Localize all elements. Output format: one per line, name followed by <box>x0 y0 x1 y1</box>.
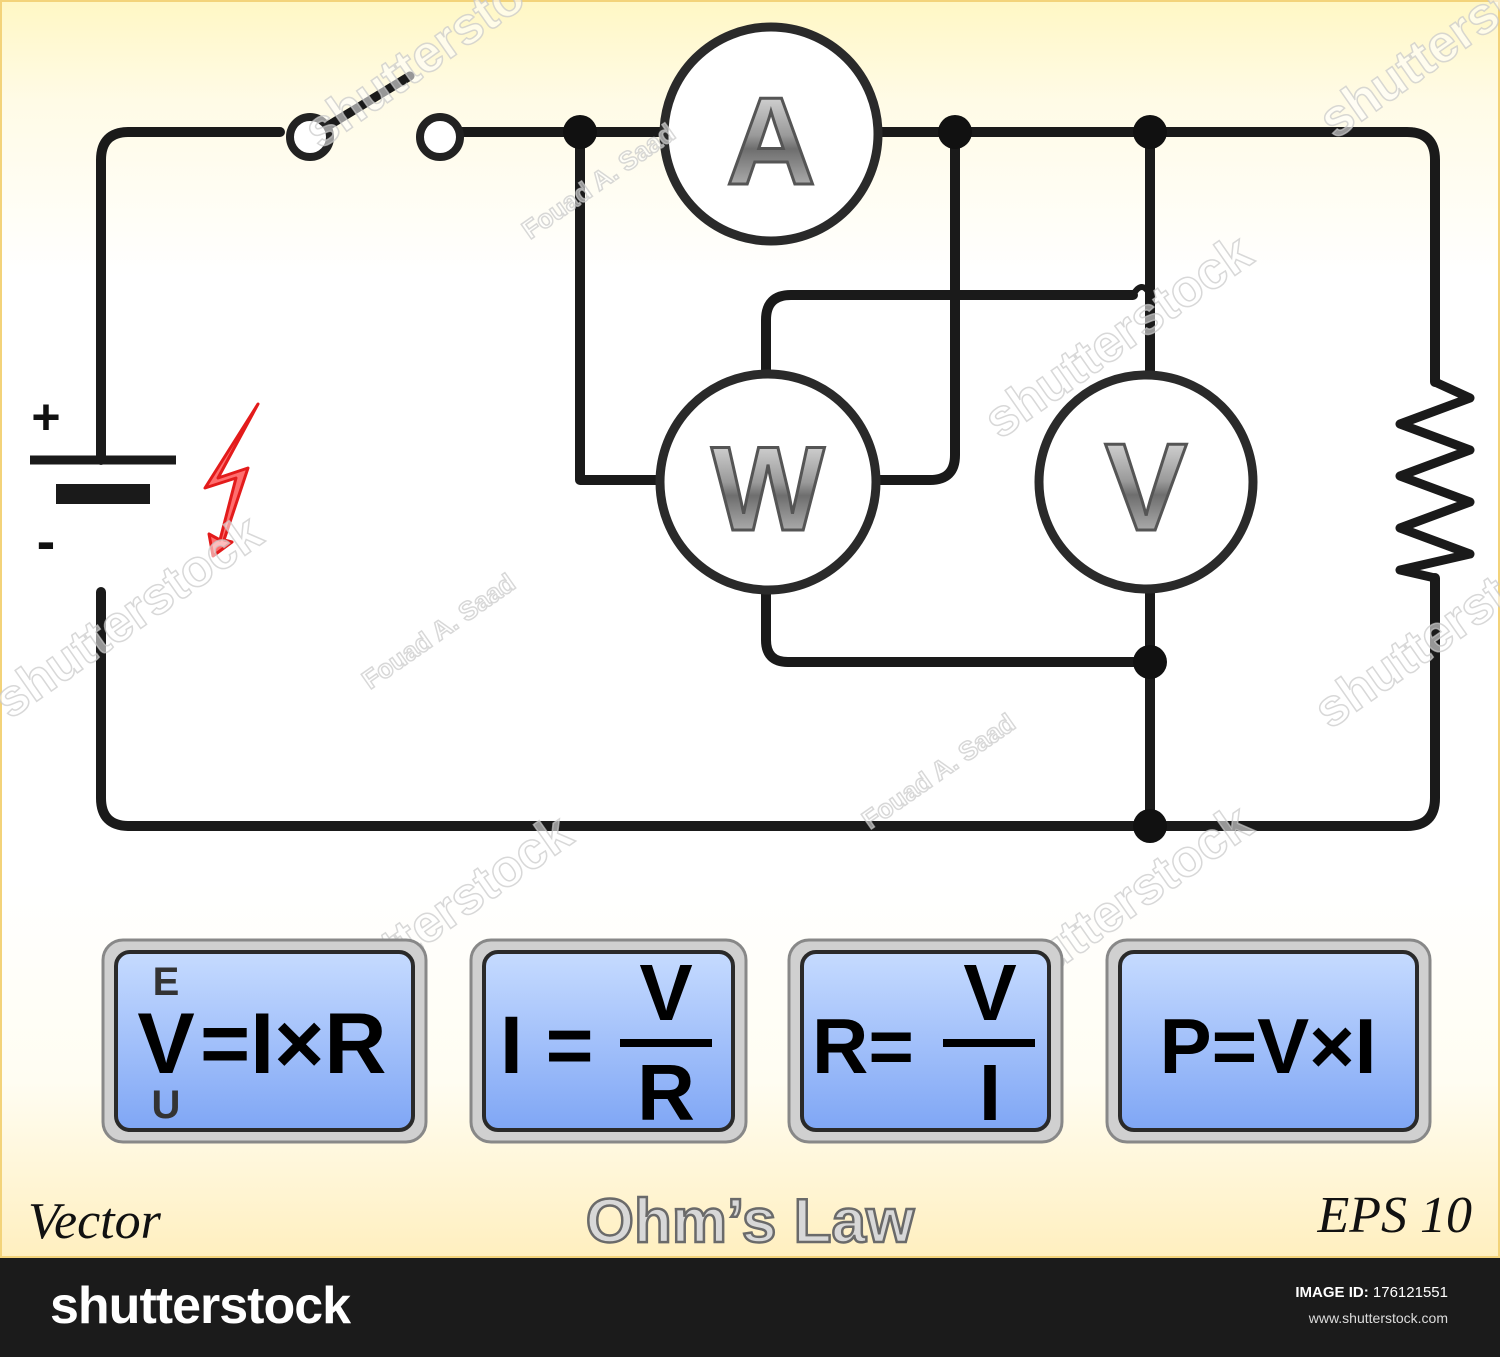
ammeter-circle <box>659 22 883 246</box>
voltmeter: V <box>1034 370 1258 594</box>
formula-numerator: V <box>963 948 1016 1037</box>
wire-crossover-hop <box>1130 284 1153 298</box>
formula-lhs: I = <box>500 1000 593 1091</box>
formula-rhs: =I×R <box>200 996 386 1092</box>
wire-top-right <box>873 127 1440 387</box>
formula-box-ohms-law-current: I = V R <box>469 938 748 1144</box>
junction-dot <box>1133 115 1167 149</box>
formula-bottom-label: U <box>152 1083 181 1127</box>
switch-lever <box>313 71 415 137</box>
voltmeter-label: V <box>1105 419 1188 557</box>
battery: + - <box>30 389 176 572</box>
ammeter: A <box>659 22 883 246</box>
wire-wattmeter-current-out <box>871 127 960 485</box>
stock-footer: shutterstock IMAGE ID: 176121551 www.shu… <box>0 1258 1500 1357</box>
junction-dot <box>563 115 597 149</box>
formula-box-power: P=V×I <box>1105 938 1432 1144</box>
switch-terminal-right <box>416 113 464 161</box>
diagram-title: Ohm’s Law <box>585 1186 916 1258</box>
wire-battery-to-switch <box>96 127 285 465</box>
junction-dot <box>1133 645 1167 679</box>
wire-wattmeter-voltage-top <box>761 290 1138 379</box>
circuit-wires <box>96 127 1475 831</box>
vector-label: Vector <box>28 1193 161 1250</box>
formula-box-ohms-law-resistance: R= V I <box>787 938 1064 1144</box>
formula-numerator: V <box>639 948 692 1037</box>
watermark-author: Fouad A. Saad <box>356 567 520 695</box>
wattmeter: W <box>655 369 881 595</box>
wattmeter-circle <box>655 369 881 595</box>
eps-label: EPS 10 <box>1317 1187 1472 1244</box>
battery-short-plate <box>56 484 150 504</box>
lightning-icon <box>203 402 260 558</box>
wire-bottom-loop <box>96 573 1440 831</box>
resistor <box>1395 377 1475 583</box>
formula-lhs: V <box>137 996 194 1092</box>
formula-top-label: E <box>153 960 180 1004</box>
battery-plus-sign: + <box>31 389 60 445</box>
battery-minus-sign: - <box>37 509 56 572</box>
junction-dot <box>938 115 972 149</box>
image-id-line: IMAGE ID: 176121551 <box>1295 1284 1448 1301</box>
image-id-label: IMAGE ID: <box>1295 1284 1369 1301</box>
voltmeter-circle <box>1034 370 1258 594</box>
wattmeter-label: W <box>711 422 825 556</box>
junction-dots <box>563 115 1167 843</box>
wire-wattmeter-voltage-bottom <box>761 585 1155 667</box>
formula-lhs: R= <box>812 1002 914 1090</box>
watermark-author: Fouad A. Saad <box>856 707 1020 835</box>
watermark: shutterstock <box>1304 513 1500 740</box>
formula-text: P=V×I <box>1160 1002 1377 1090</box>
circuit-diagram: + - A W V shutterstock shutterstock shut… <box>0 0 1500 1144</box>
formula-denominator: R <box>637 1048 695 1137</box>
junction-dot <box>1133 809 1167 843</box>
ammeter-label: A <box>726 73 816 211</box>
formula-denominator: I <box>979 1048 1001 1137</box>
switch-terminal-left <box>286 113 334 161</box>
site-url[interactable]: www.shutterstock.com <box>1308 1310 1448 1326</box>
switch <box>286 71 464 161</box>
image-id-value: 176121551 <box>1372 1284 1448 1301</box>
shutterstock-logo[interactable]: shutterstock <box>50 1277 351 1335</box>
formula-box-ohms-law-voltage: E V =I×R U <box>101 938 428 1144</box>
wire-wattmeter-current-in <box>575 127 665 485</box>
